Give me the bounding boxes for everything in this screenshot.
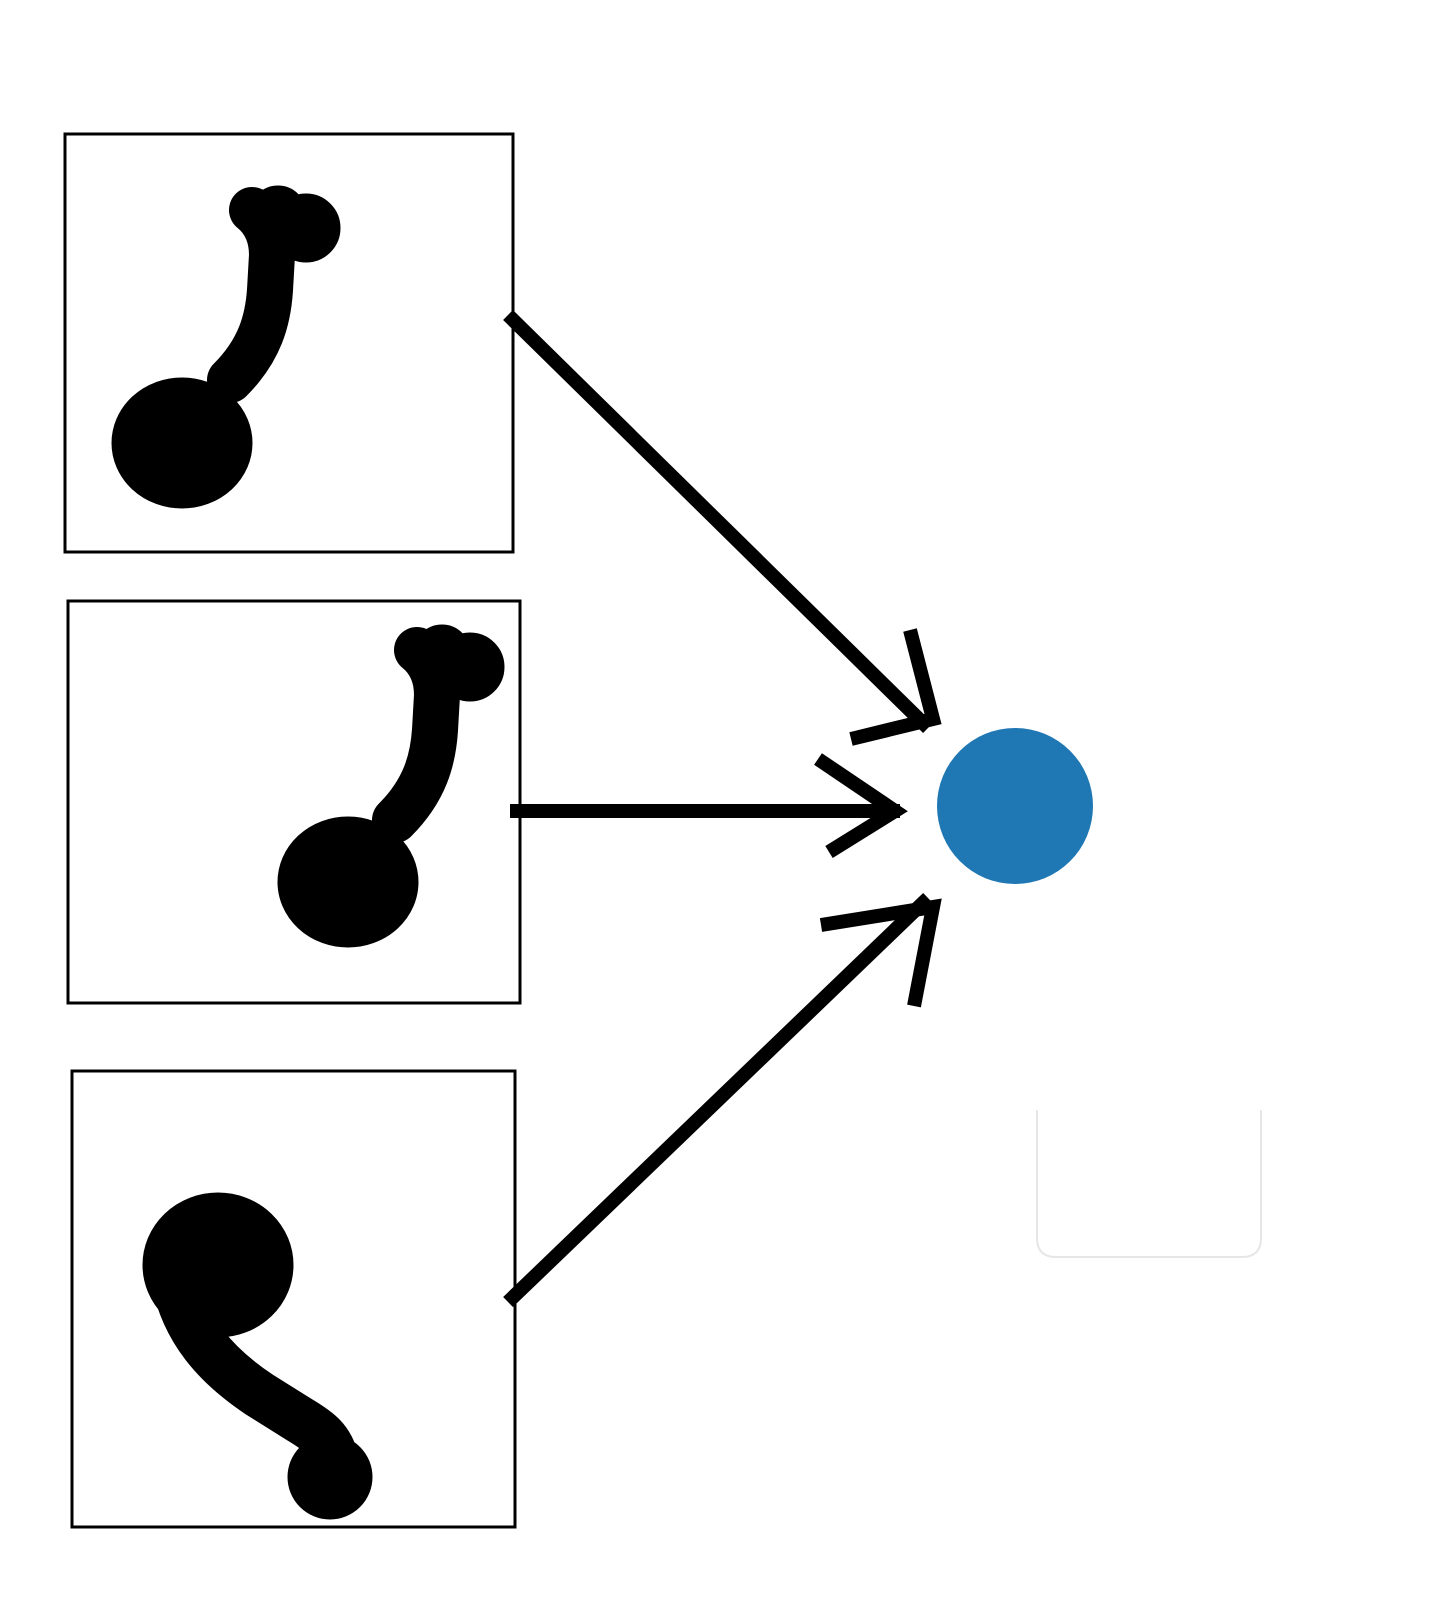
target-node	[937, 728, 1093, 884]
edge-1-arrow	[503, 310, 942, 746]
edge-3-arrow	[503, 892, 942, 1308]
input-panel-2	[66, 599, 522, 1005]
input-frame-3	[70, 1069, 517, 1529]
edge-2-arrow	[510, 753, 908, 858]
eighth-note-glyph-2	[277, 624, 505, 948]
eighth-note-glyph-1	[111, 185, 341, 509]
edge-3-arrowhead	[819, 898, 942, 1008]
curled-stroke-glyph-3	[142, 1192, 373, 1520]
edge-3-shaft	[503, 892, 933, 1308]
input-panel-3	[70, 1069, 517, 1529]
edges	[503, 310, 942, 1308]
edge-1-arrowhead	[849, 628, 942, 746]
input-panel-1	[63, 132, 515, 554]
edge-2-arrowhead	[814, 753, 908, 858]
empty-legend-box	[1036, 1110, 1262, 1258]
edge-1-shaft	[503, 310, 933, 733]
